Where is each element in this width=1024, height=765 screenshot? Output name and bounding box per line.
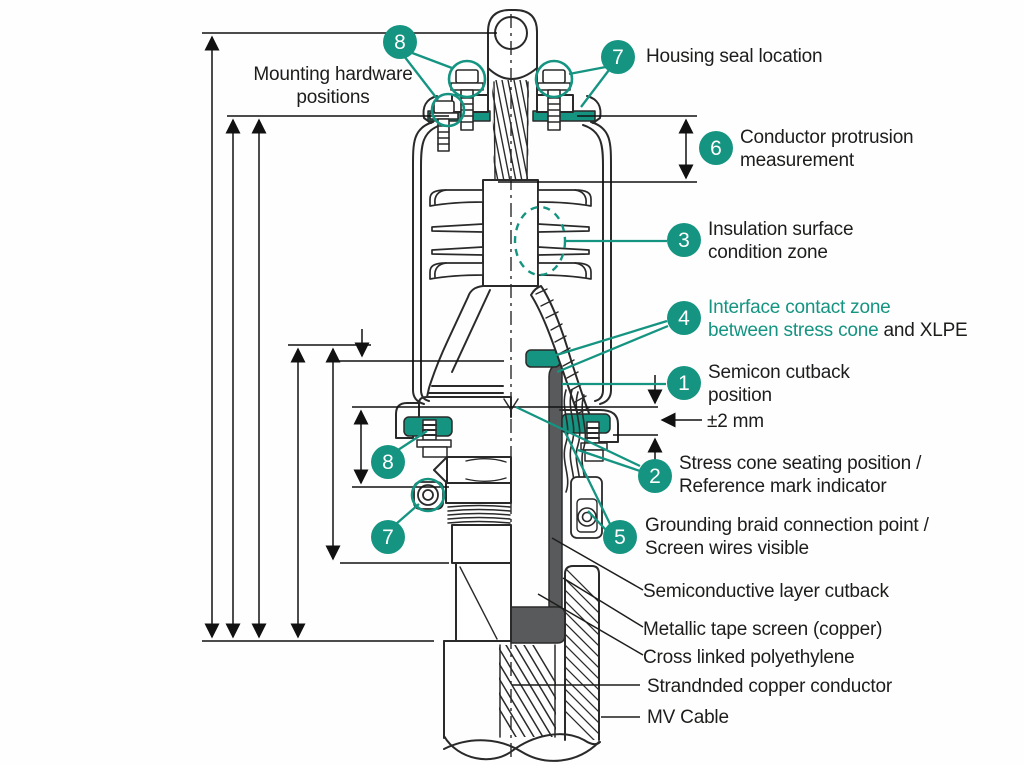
label-grounding-braid: Grounding braid connection point / Scree… (645, 515, 929, 559)
label-conductor-protrusion: Conductor protrusion measurement (740, 127, 914, 171)
semicon-layer (548, 364, 563, 608)
flange-right (559, 409, 619, 462)
callout-2: 2 (638, 459, 672, 493)
housing-lip-right (586, 95, 602, 124)
gland-body (433, 456, 512, 642)
label-interface-zone: Interface contact zone between stress co… (708, 297, 968, 341)
callout-1: 1 (667, 366, 701, 400)
callout-8-top: 8 (383, 25, 417, 59)
interface-contact-zone (525, 349, 561, 368)
callout-7-top: 7 (601, 40, 635, 74)
cable-break-wave (443, 733, 601, 761)
label-stranded-conductor: Strandnded copper conductor (647, 676, 892, 697)
hex-nut (433, 456, 512, 484)
label-semicon-cutback: Semicon cutback position (708, 362, 850, 406)
housing-lip-left (422, 95, 438, 124)
label-housing-seal: Housing seal location (646, 46, 823, 67)
gland-threads (447, 504, 511, 524)
conductor-hatch (499, 645, 556, 737)
mv-cable (443, 565, 601, 762)
label-semiconductive-layer: Semiconductive layer cutback (643, 581, 889, 602)
label-tolerance: ±2 mm (707, 411, 764, 432)
label-xlpe: Cross linked polyethylene (643, 647, 855, 668)
label-metallic-tape: Metallic tape screen (copper) (643, 619, 883, 640)
label-insulation-zone: Insulation surface condition zone (708, 219, 854, 263)
insulator-fins-right (537, 189, 592, 280)
metallic-screen-block (510, 606, 566, 644)
callout-7-mid: 7 (371, 520, 405, 554)
insulator-fins-left (429, 189, 484, 280)
callout-3: 3 (667, 223, 701, 257)
callout-8-mid: 8 (371, 445, 405, 479)
stress-cone (418, 285, 512, 418)
callout-4: 4 (667, 301, 701, 335)
label-stress-cone-seating: Stress cone seating position / Reference… (679, 453, 922, 497)
connector-lug (487, 9, 538, 96)
reference-mark (503, 398, 519, 411)
mounting-bolts (429, 69, 571, 152)
callout-6: 6 (699, 131, 733, 165)
flange-left (395, 402, 453, 458)
callout-leaders (395, 49, 669, 531)
dimension-lines (202, 32, 702, 642)
label-mv-cable: MV Cable (647, 707, 729, 728)
inspection-zone-circle (513, 205, 567, 277)
layer-label-leaders (512, 537, 644, 718)
label-mounting-hardware: Mounting hardware positions (253, 64, 413, 108)
callout-5: 5 (603, 520, 637, 554)
